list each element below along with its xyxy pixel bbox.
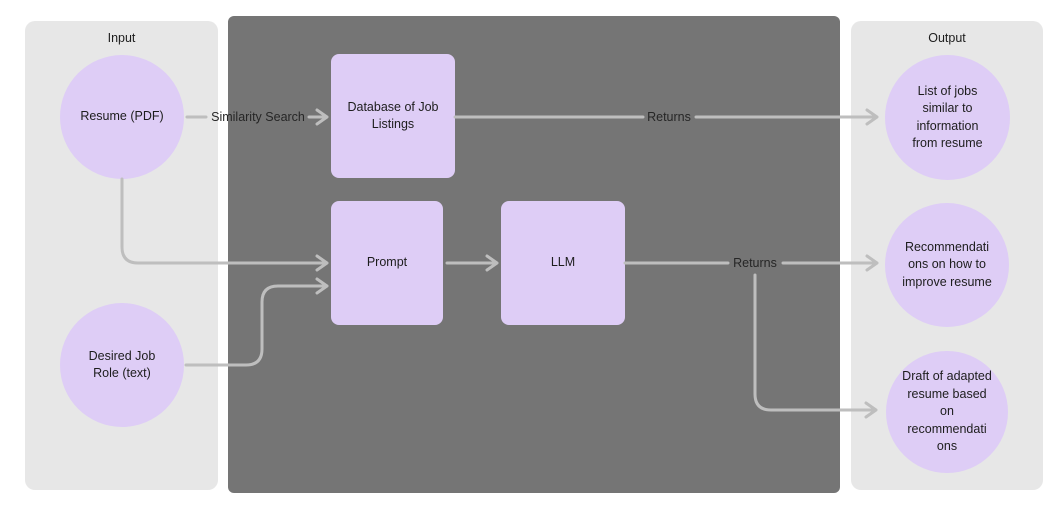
node-llm: LLM <box>501 201 625 325</box>
node-resume-pdf: Resume (PDF) <box>60 55 184 179</box>
node-jobs-list-label: List of jobs similar to information from… <box>912 83 983 151</box>
node-draft-resume: Draft of adapted resume based on recomme… <box>886 351 1008 473</box>
node-desired-job-role-label: Desired Job Role (text) <box>88 348 156 381</box>
node-database-of-job-listings: Database of Job Listings <box>331 54 455 178</box>
edge-label-similarity-search: Similarity Search <box>211 110 305 124</box>
node-database-of-job-listings-label: Database of Job Listings <box>347 99 439 132</box>
edge-label-returns-llm: Returns <box>733 256 777 270</box>
node-prompt-label: Prompt <box>366 255 408 270</box>
node-recommendations-label: Recommendati ons on how to improve resum… <box>902 239 992 289</box>
node-jobs-list: List of jobs similar to information from… <box>885 55 1010 180</box>
node-desired-job-role: Desired Job Role (text) <box>60 303 184 427</box>
output-panel-title: Output <box>928 31 966 45</box>
input-panel-title: Input <box>107 31 136 45</box>
node-draft-resume-label: Draft of adapted resume based on recomme… <box>902 369 992 454</box>
node-prompt: Prompt <box>331 201 443 325</box>
edge-label-returns-database: Returns <box>647 110 691 124</box>
node-llm-label: LLM <box>550 255 576 270</box>
node-resume-pdf-label: Resume (PDF) <box>80 109 164 124</box>
node-recommendations: Recommendati ons on how to improve resum… <box>885 203 1009 327</box>
